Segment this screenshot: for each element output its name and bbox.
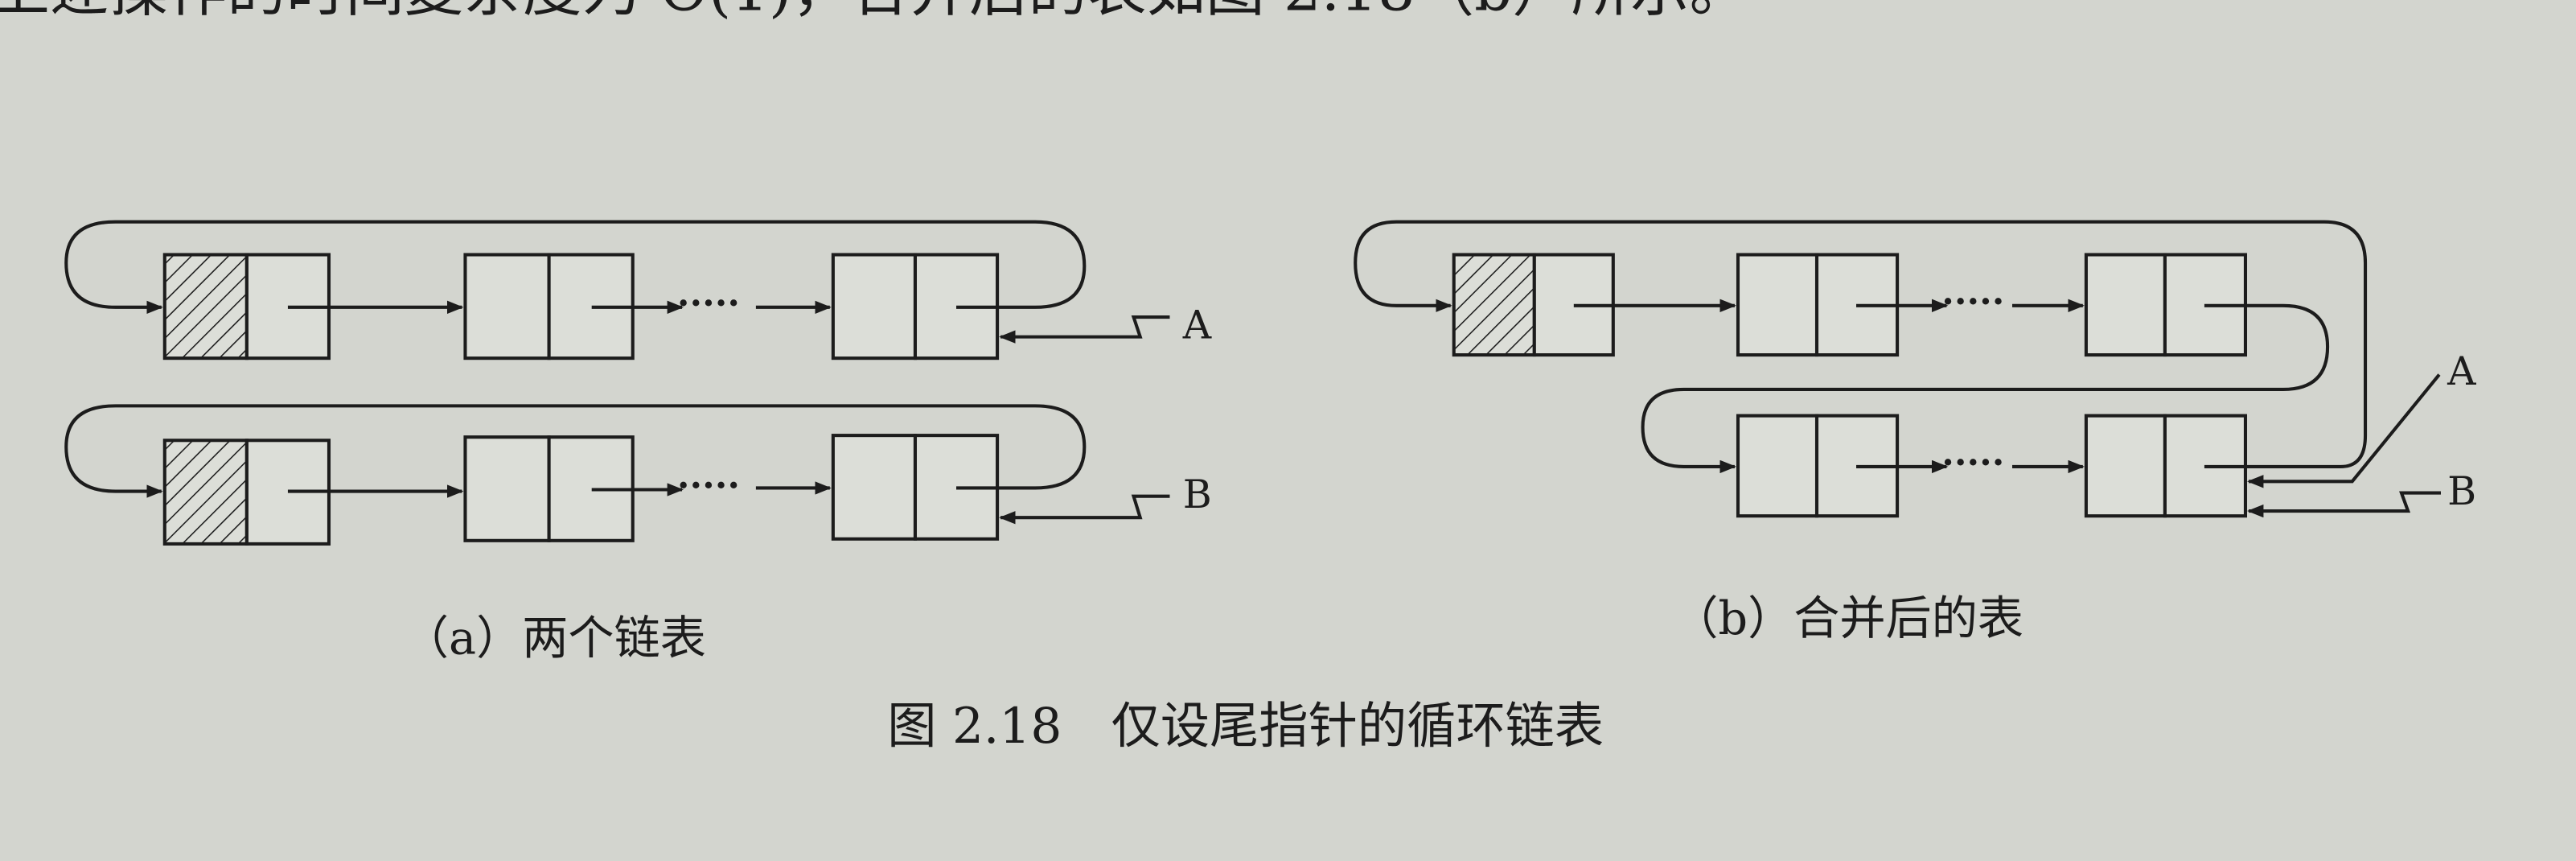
list-node bbox=[463, 435, 551, 542]
circular-link bbox=[1354, 220, 2368, 468]
label-a: A bbox=[1182, 303, 1212, 348]
ellipsis: ····· bbox=[1941, 441, 2004, 484]
list-node bbox=[2084, 253, 2167, 357]
pointer-b bbox=[2247, 491, 2441, 518]
list-node bbox=[463, 253, 551, 360]
ellipsis: ····· bbox=[677, 282, 740, 324]
list-a: ····· A bbox=[64, 220, 1212, 360]
tail-pointer-b bbox=[999, 494, 1170, 525]
label-b: B bbox=[1183, 472, 1212, 517]
label-b: B bbox=[2447, 468, 2476, 514]
caption-a: （a）两个链表 bbox=[403, 612, 706, 665]
tail-node bbox=[831, 253, 918, 360]
joining-link bbox=[1641, 303, 2330, 474]
pointer-a bbox=[2247, 373, 2441, 488]
list-node bbox=[1736, 253, 1819, 357]
head-node-shaded bbox=[162, 253, 249, 360]
figure-caption: 图 2.18 仅设尾指针的循环链表 bbox=[887, 698, 1604, 755]
circular-link bbox=[64, 404, 1087, 498]
circular-link bbox=[64, 220, 1087, 315]
head-node-shaded bbox=[1452, 253, 1536, 357]
merged-list: ····· ····· A B bbox=[1354, 220, 2476, 518]
list-node bbox=[1736, 414, 1819, 518]
tail-node bbox=[2084, 414, 2167, 518]
ellipsis: ····· bbox=[1941, 280, 2004, 323]
caption-b: （b）合并后的表 bbox=[1672, 592, 2023, 645]
label-a: A bbox=[2447, 348, 2476, 394]
tail-pointer-a bbox=[999, 315, 1170, 344]
top-body-text: 上述操作的时间复杂度为 O(1)，合并后的表如图 2.18（b）所示。 bbox=[0, 0, 1748, 24]
ellipsis: ····· bbox=[677, 464, 740, 507]
list-b: ····· B bbox=[64, 404, 1212, 546]
tail-node bbox=[831, 434, 918, 541]
head-node-shaded bbox=[162, 439, 249, 546]
